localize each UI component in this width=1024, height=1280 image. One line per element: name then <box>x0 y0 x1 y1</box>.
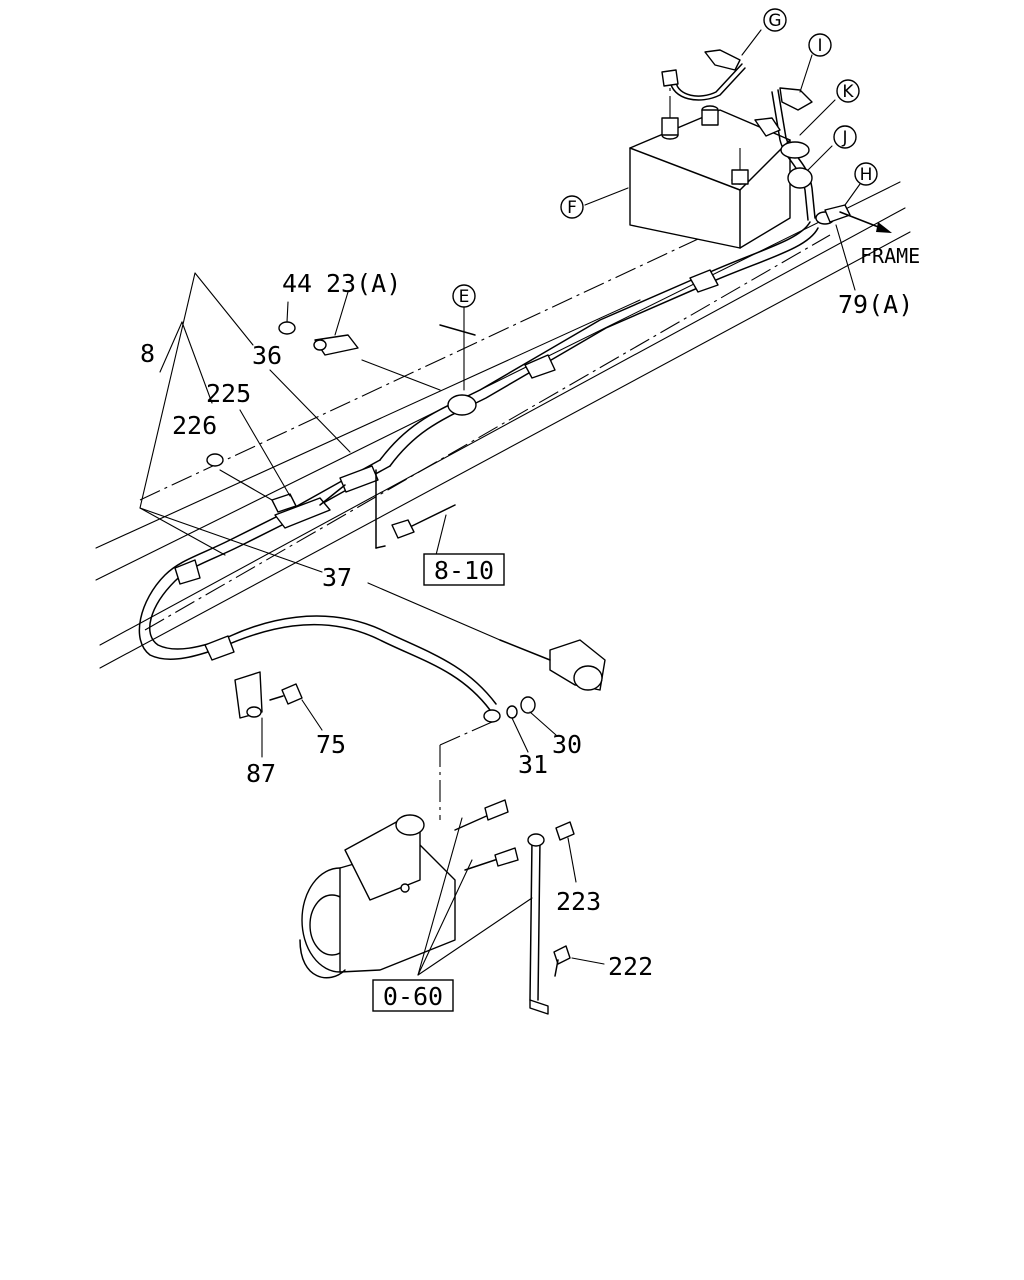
circle-i: I <box>817 36 822 56</box>
callout-labels: 44 23(A) 36 8 225 226 37 75 87 31 30 223… <box>140 244 920 981</box>
ground-strap <box>527 821 575 1015</box>
callout-222: 222 <box>608 952 653 981</box>
ref-8-10[interactable]: 8-10 <box>434 556 494 585</box>
battery-box <box>629 80 791 249</box>
callout-223: 223 <box>556 887 601 916</box>
clamp-detail <box>375 469 456 549</box>
callout-8: 8 <box>140 339 155 368</box>
washer-nut <box>439 696 536 820</box>
ref-0-60[interactable]: 0-60 <box>383 982 443 1011</box>
callout-44: 44 <box>282 269 312 298</box>
circle-f: F <box>567 198 577 218</box>
callout-31: 31 <box>518 750 548 779</box>
circle-g: G <box>768 11 781 31</box>
callout-226: 226 <box>172 411 217 440</box>
callout-37: 37 <box>322 563 352 592</box>
callout-87: 87 <box>246 759 276 788</box>
leader-lines <box>139 29 861 976</box>
callout-225: 225 <box>206 379 251 408</box>
small-parts <box>206 321 359 467</box>
starter-motor <box>299 799 519 979</box>
callout-23a: 23(A) <box>326 269 401 298</box>
frame-rails <box>95 181 911 669</box>
bracket-87 <box>234 671 303 719</box>
circle-k: K <box>842 82 854 102</box>
callout-79a: 79(A) <box>838 290 913 319</box>
circle-h: H <box>860 165 873 185</box>
circle-j: J <box>841 128 847 148</box>
battery-cables <box>661 49 892 233</box>
ground-terminal <box>499 639 606 691</box>
circle-e: E <box>459 287 470 307</box>
page-refs: 8-10 0-60 <box>372 553 505 1012</box>
frame-label: FRAME <box>860 244 920 268</box>
callout-30: 30 <box>552 730 582 759</box>
main-cable <box>138 221 819 723</box>
callout-36: 36 <box>252 341 282 370</box>
callout-75: 75 <box>316 730 346 759</box>
connector-assembly <box>271 465 379 529</box>
circled-refs: E F G H I J K <box>452 8 878 308</box>
